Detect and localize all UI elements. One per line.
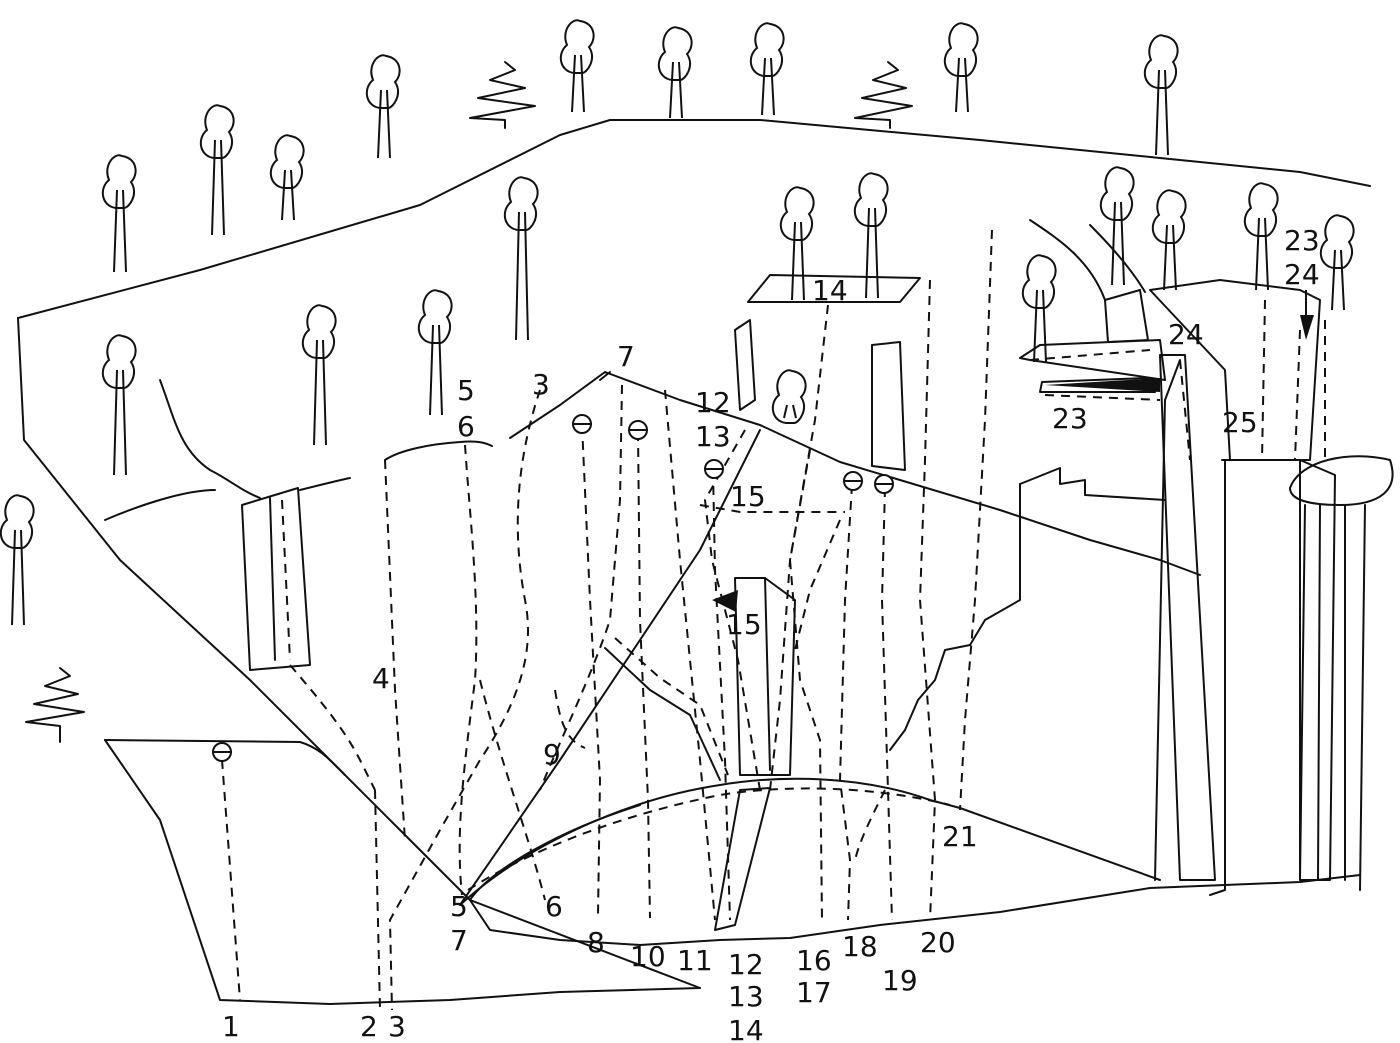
belay-anchor-icon <box>705 460 723 478</box>
route-label: 1 <box>222 1010 240 1043</box>
route-label: 17 <box>796 976 832 1009</box>
route-label: 11 <box>677 944 713 977</box>
conifer-tree-icon <box>470 62 535 128</box>
route-label: 6 <box>457 410 475 443</box>
route-line-17 <box>795 520 840 650</box>
deciduous-tree-icon <box>781 187 814 300</box>
deciduous-tree-icon <box>103 155 136 272</box>
route-label: 15 <box>730 480 766 513</box>
route-label: 13 <box>695 420 731 453</box>
deciduous-tree-icon <box>1245 183 1278 290</box>
route-label: 13 <box>728 980 764 1013</box>
route-label: 3 <box>388 1010 406 1043</box>
route-label: 24 <box>1168 318 1204 351</box>
deciduous-tree-icon <box>773 370 806 423</box>
deciduous-tree-icon <box>855 173 888 298</box>
route-label: 14 <box>728 1014 764 1043</box>
conifer-tree-icon <box>855 62 912 128</box>
route-line-4 <box>385 460 405 840</box>
route-line-21 <box>960 230 992 810</box>
deciduous-tree-icon <box>561 20 594 112</box>
route-label: 15 <box>726 608 762 641</box>
route-label: 20 <box>920 926 956 959</box>
route-line-5 <box>460 445 477 895</box>
right-tower <box>1020 220 1393 895</box>
route-label: 8 <box>587 926 605 959</box>
route-label: 12 <box>728 948 764 981</box>
route-label: 23 <box>1052 402 1088 435</box>
route-label: 5 <box>457 374 475 407</box>
route-label: 2 <box>360 1010 378 1043</box>
deciduous-tree-icon <box>271 135 304 220</box>
deciduous-tree-icon <box>419 290 452 415</box>
route-label: 5 <box>450 890 468 923</box>
left-pillar <box>242 488 310 670</box>
deciduous-tree-icon <box>1153 190 1186 290</box>
belay-anchor-icon <box>213 743 231 761</box>
route-label: 9 <box>543 738 561 771</box>
route-line-20 <box>920 280 935 920</box>
route-line-19b <box>855 790 885 860</box>
deciduous-tree-icon <box>505 177 538 340</box>
route-label: 4 <box>372 662 390 695</box>
route-label: 21 <box>942 820 978 853</box>
deciduous-tree-icon <box>201 105 234 235</box>
deciduous-tree-icon <box>303 305 336 445</box>
deciduous-tree-icon <box>103 335 136 475</box>
deciduous-tree-icon <box>659 27 692 118</box>
route-label: 24 <box>1284 258 1320 291</box>
route-label: 16 <box>796 944 832 977</box>
route-label: 3 <box>532 368 550 401</box>
route-lines <box>222 230 992 1010</box>
route-line-12 <box>713 470 730 920</box>
route-line-1 <box>222 760 240 1000</box>
belay-anchor-icon <box>629 421 647 439</box>
conifer-tree-icon <box>26 668 84 742</box>
route-line-16 <box>790 450 822 920</box>
route-label: 7 <box>450 924 468 957</box>
leaning-slab <box>715 788 770 930</box>
route-labels: 1 2 3 4 5 6 3 7 12 13 14 15 15 9 5 7 6 8… <box>222 224 1320 1043</box>
route-label: 12 <box>695 386 731 419</box>
route-label: 7 <box>617 340 635 373</box>
route-line-19 <box>882 488 892 920</box>
route-label: 14 <box>812 274 848 307</box>
deciduous-tree-icon <box>367 55 400 158</box>
route-line-arc <box>468 788 950 890</box>
belay-anchor-icon <box>573 415 591 433</box>
deciduous-tree-icon <box>1321 215 1354 310</box>
belay-anchor-icon <box>875 475 893 493</box>
route-line-10 <box>638 432 650 918</box>
route-line-6 <box>480 680 545 900</box>
route-label: 6 <box>545 890 563 923</box>
route-label: 19 <box>882 964 918 997</box>
upper-blocks <box>735 320 905 470</box>
route-label: 18 <box>842 930 878 963</box>
route-line-18 <box>840 485 852 920</box>
route-label: 10 <box>630 940 666 973</box>
deciduous-tree-icon <box>1145 35 1178 155</box>
deciduous-tree-icon <box>945 23 978 112</box>
route-label: 23 <box>1284 224 1320 257</box>
direction-arrow-icon <box>1300 290 1314 340</box>
deciduous-tree-icon <box>751 23 784 115</box>
route-line-2 <box>375 790 380 1010</box>
route-line-left <box>290 665 375 790</box>
deciduous-tree-icon <box>1 495 34 625</box>
route-label: 25 <box>1222 406 1258 439</box>
belay-anchor-icon <box>844 472 862 490</box>
